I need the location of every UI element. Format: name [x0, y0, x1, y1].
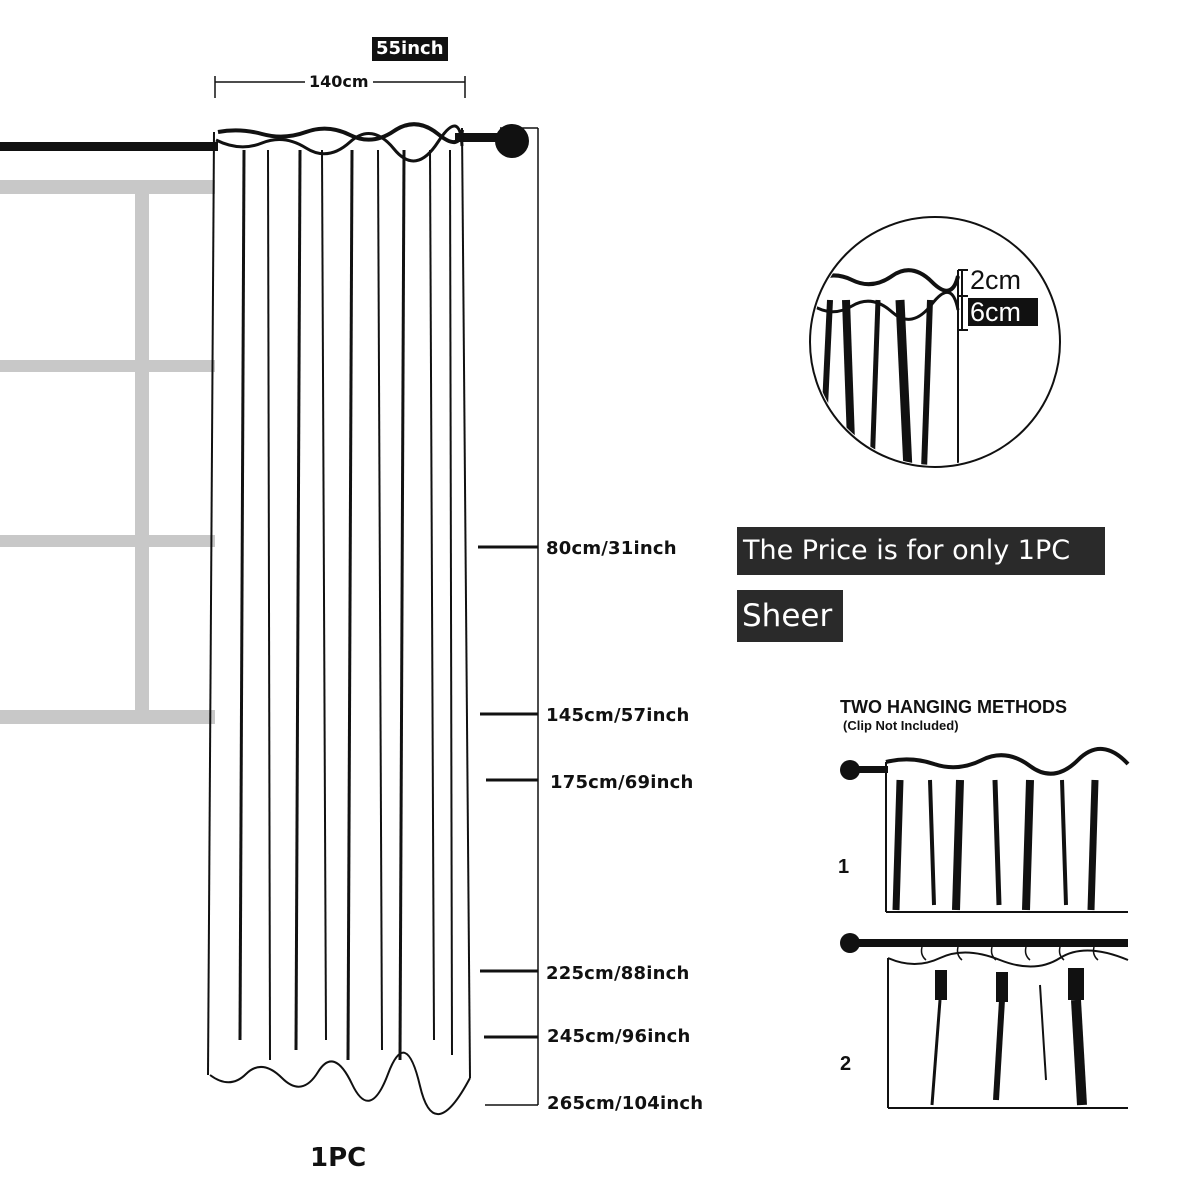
window-frame	[0, 180, 215, 724]
length-label-80: 80cm/31inch	[546, 538, 677, 559]
length-label-265: 265cm/104inch	[547, 1093, 704, 1114]
pocket-size-label: 6cm	[968, 298, 1038, 326]
hanging-methods-subtitle: (Clip Not Included)	[843, 718, 959, 733]
quantity-label: 1PC	[310, 1143, 367, 1173]
material-tag: Sheer	[737, 590, 843, 642]
hanging-methods-title: TWO HANGING METHODS	[840, 697, 1067, 717]
width-cm-label: 140cm	[305, 72, 373, 91]
length-label-145: 145cm/57inch	[546, 705, 690, 726]
top-gap-label: 2cm	[970, 265, 1022, 295]
method-1-number: 1	[838, 856, 850, 878]
hanging-method-2-illustration	[840, 933, 1129, 1109]
length-label-175: 175cm/69inch	[550, 772, 694, 793]
length-tick-marks	[478, 545, 538, 1039]
curtain-rod	[0, 124, 529, 158]
width-inch-label: 55inch	[372, 37, 448, 61]
zoom-detail-circle	[809, 216, 1061, 468]
length-label-225: 225cm/88inch	[546, 963, 690, 984]
length-dimension-line	[485, 127, 539, 1106]
price-note-tag: The Price is for only 1PC	[737, 527, 1105, 575]
length-label-245: 245cm/96inch	[547, 1026, 691, 1047]
hanging-method-1-illustration	[840, 746, 1130, 913]
curtain-panel	[207, 122, 471, 1116]
method-2-number: 2	[840, 1053, 852, 1075]
